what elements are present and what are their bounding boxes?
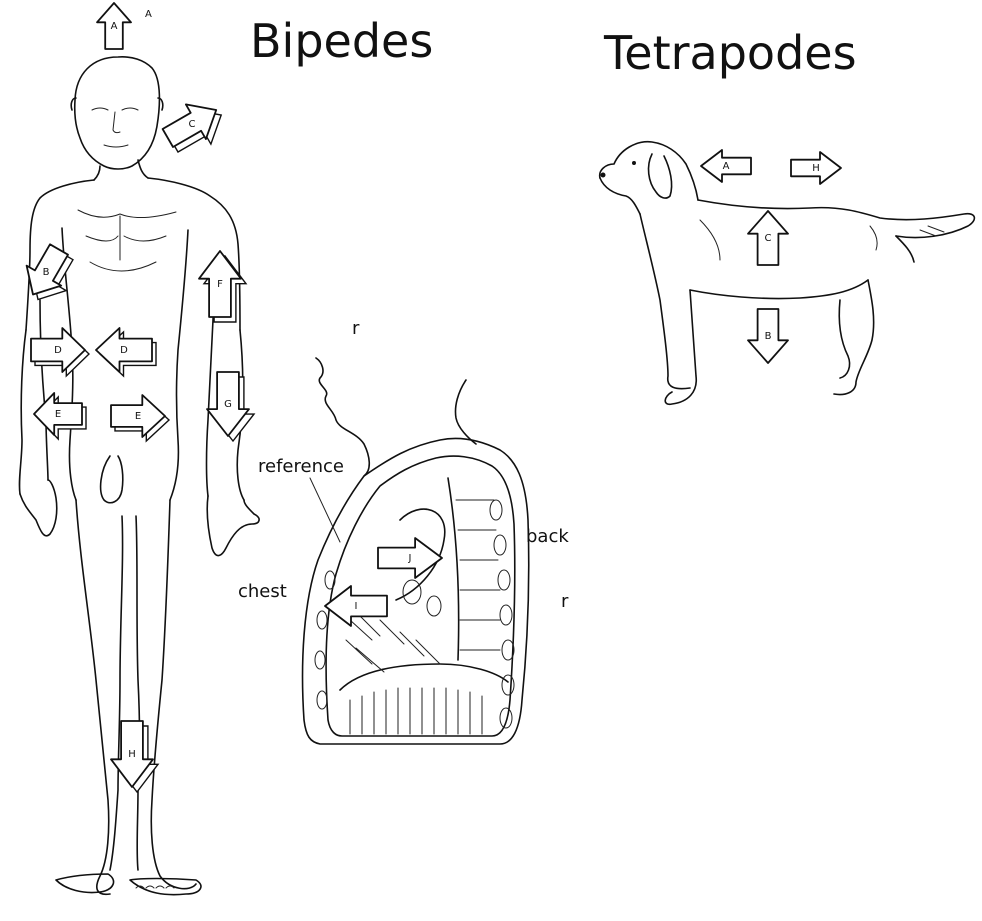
arrow-letter: D xyxy=(54,345,62,356)
arrow-letter: E xyxy=(135,411,141,422)
label-r-lower: r xyxy=(561,591,569,612)
arrow-letter: I xyxy=(355,601,358,612)
arrow-dog-C: C xyxy=(747,210,789,266)
arrow-human-G: G xyxy=(206,371,256,443)
arrow-body xyxy=(790,151,842,185)
arrow-body xyxy=(700,149,752,183)
title-tetrapodes: Tetrapodes xyxy=(604,26,857,80)
arrow-body xyxy=(206,371,250,437)
thorax-section xyxy=(301,357,530,745)
arrow-dog-A: A xyxy=(700,149,752,183)
label-r-upper: r xyxy=(352,318,360,339)
dog-figure xyxy=(598,140,976,406)
arrow-layer: A C B F D D E E G H I J A H C B xyxy=(25,2,842,794)
label-reference: reference xyxy=(258,456,344,477)
arrow-body xyxy=(324,585,388,627)
arrow-body xyxy=(110,394,166,438)
arrow-human-F: F xyxy=(198,250,248,323)
arrow-body xyxy=(96,2,132,50)
arrow-body xyxy=(33,392,83,436)
label-arrow-a-small: A xyxy=(145,9,152,20)
arrow-body xyxy=(95,327,153,373)
arrow-letter: D xyxy=(120,345,128,356)
arrow-human-D-left: D xyxy=(30,327,91,378)
arrow-letter: G xyxy=(224,399,232,410)
arrow-dog-H: H xyxy=(790,151,842,185)
arrow-letter: A xyxy=(111,21,118,32)
arrow-body xyxy=(198,250,242,318)
arrow-body xyxy=(377,537,443,579)
arrow-letter: H xyxy=(128,749,136,760)
arrow-letter: H xyxy=(812,163,820,174)
arrow-human-B: B xyxy=(25,243,74,301)
arrow-body xyxy=(747,210,789,266)
human-figure xyxy=(18,56,260,896)
arrow-letter: F xyxy=(217,279,223,290)
label-back: back xyxy=(526,526,569,547)
arrow-letter: E xyxy=(55,409,61,420)
arrow-letter: A xyxy=(723,161,730,172)
arrow-body xyxy=(25,243,69,296)
arrow-thorax-J: J xyxy=(377,537,443,579)
arrow-body xyxy=(747,308,789,364)
arrow-body xyxy=(30,327,86,373)
arrow-thorax-I: I xyxy=(324,585,388,627)
arrow-human-D-right: D xyxy=(95,327,157,378)
arrow-letter: C xyxy=(765,233,772,244)
label-chest: chest xyxy=(238,581,287,602)
arrow-letter: B xyxy=(765,331,772,342)
arrow-body xyxy=(161,103,218,148)
arrow-human-C: C xyxy=(161,103,223,153)
arrow-human-E-left: E xyxy=(33,392,87,441)
arrow-dog-B: B xyxy=(747,308,789,364)
arrow-letter: B xyxy=(43,267,50,278)
arrow-human-E-right: E xyxy=(110,394,171,443)
arrow-letter: J xyxy=(408,553,412,564)
arrow-body xyxy=(110,720,154,788)
arrow-letter: C xyxy=(189,119,196,130)
title-bipedes: Bipedes xyxy=(250,14,434,68)
arrow-human-A: A xyxy=(96,2,132,50)
arrow-human-H: H xyxy=(110,720,160,794)
